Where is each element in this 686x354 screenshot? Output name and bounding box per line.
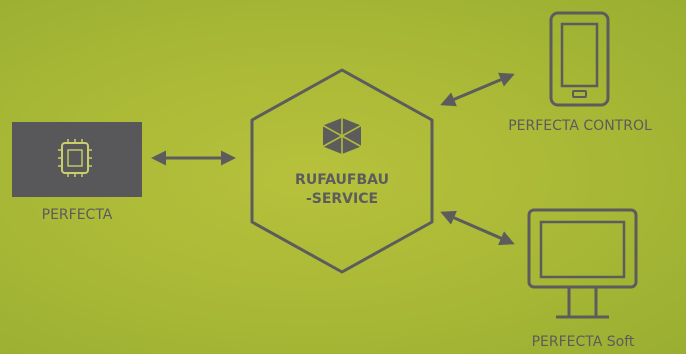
service-hexagon: [250, 68, 434, 274]
processor-chip-icon: [58, 139, 92, 177]
perfecta-soft-label: PERFECTA Soft: [531, 334, 635, 350]
perfecta-label: PERFECTA: [41, 207, 113, 223]
smartphone-icon: [549, 11, 610, 107]
perfecta-device-icon: [12, 122, 142, 197]
service-control-arrow: [440, 72, 515, 107]
perfecta-control-label: PERFECTA CONTROL: [508, 118, 652, 134]
service-label-line1: RUFAUFBAU: [295, 172, 389, 188]
service-label: RUFAUFBAU -SERVICE: [272, 171, 412, 209]
monitor-icon: [527, 208, 638, 319]
connection-star-icon: [322, 118, 362, 154]
service-label-line2: -SERVICE: [305, 191, 379, 207]
service-soft-arrow: [440, 210, 515, 246]
